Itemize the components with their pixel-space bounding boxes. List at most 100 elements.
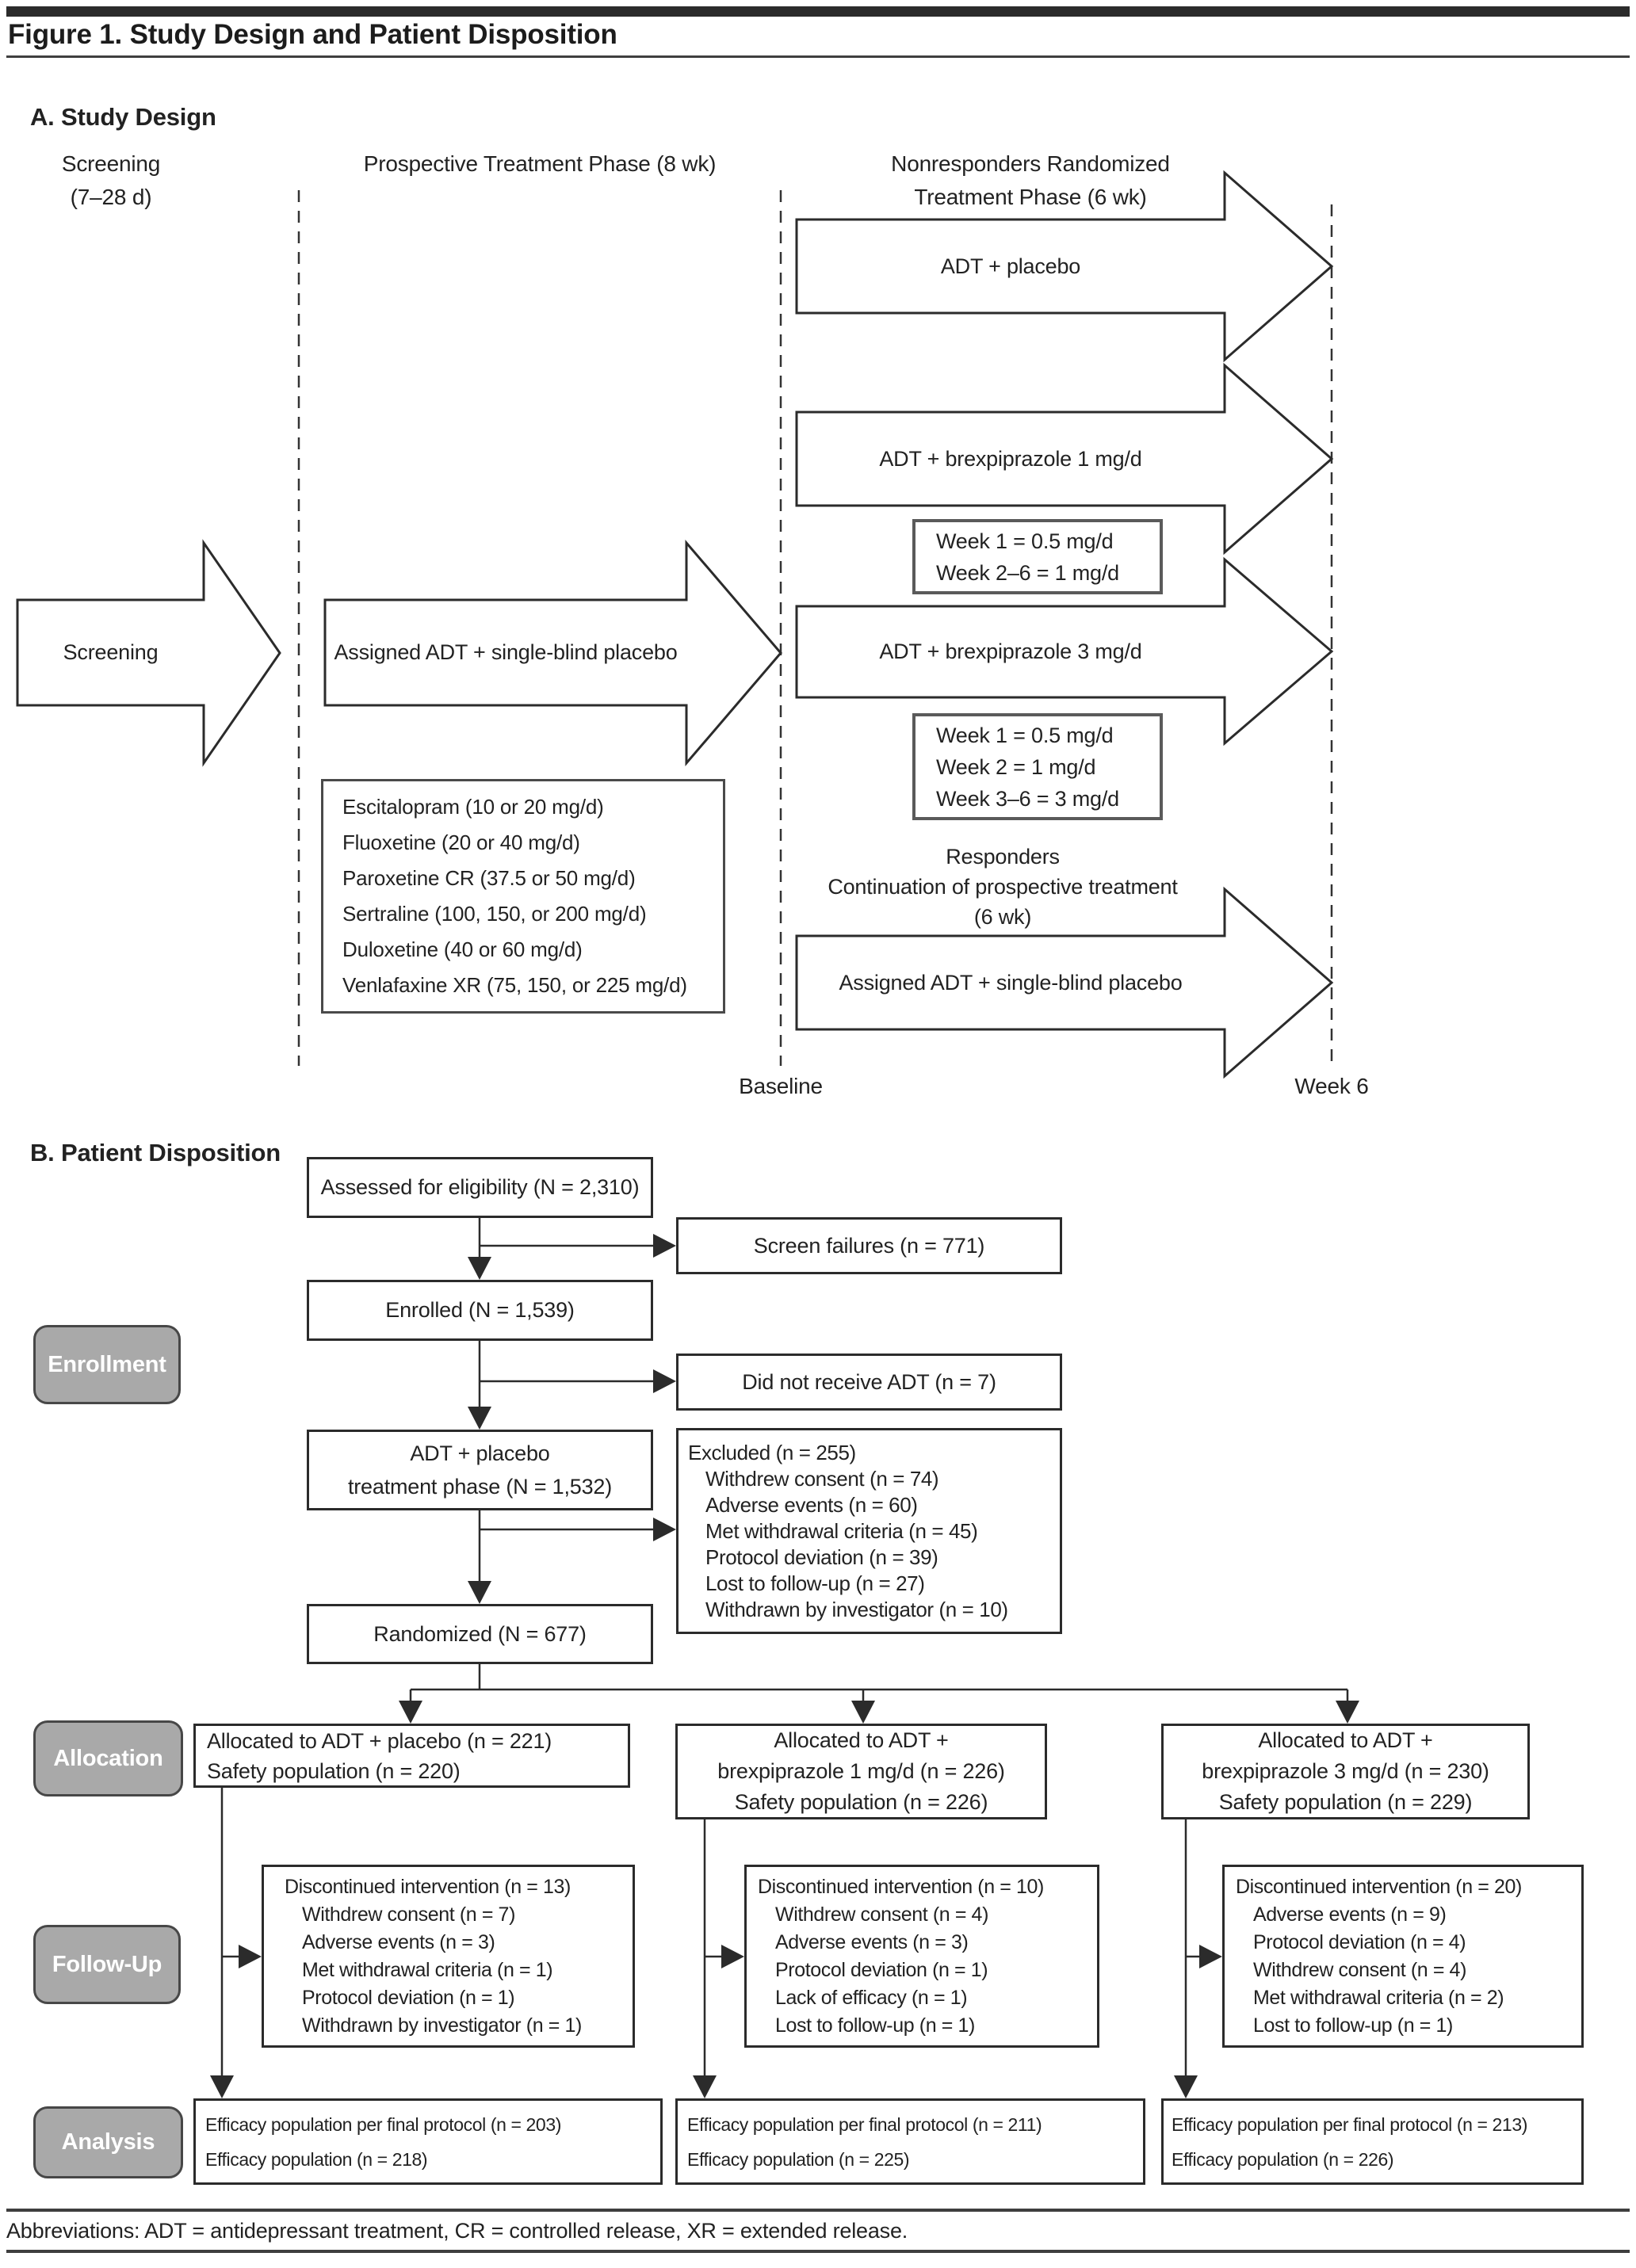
- adt-option: Duloxetine (40 or 60 mg/d): [342, 937, 583, 961]
- analysis-placebo-box: Efficacy population per final protocol (…: [193, 2098, 663, 2185]
- excluded-reason: Protocol deviation (n = 39): [705, 1544, 938, 1569]
- treatment-phase-box: ADT + placebo treatment phase (N = 1,532…: [307, 1430, 653, 1510]
- screen-failures-box: Screen failures (n = 771): [676, 1217, 1062, 1274]
- treatment-phase-line1: ADT + placebo: [410, 1441, 550, 1465]
- excluded-reason: Withdrawn by investigator (n = 10): [705, 1597, 1008, 1621]
- excluded-reason: Withdrew consent (n = 74): [705, 1466, 939, 1491]
- screen-failures-text: Screen failures (n = 771): [753, 1233, 985, 1258]
- adt-option: Fluoxetine (20 or 40 mg/d): [342, 830, 580, 854]
- followup-title: Discontinued intervention (n = 13): [285, 1875, 571, 1898]
- adt-placebo-arrow-label: ADT + placebo: [940, 254, 1081, 278]
- brexpiprazole-1mg-arrow-label: ADT + brexpiprazole 1 mg/d: [879, 446, 1142, 471]
- footer-rule-top: [6, 2209, 1630, 2212]
- analysis-brexpiprazole-3mg-box: Efficacy population per final protocol (…: [1161, 2098, 1584, 2185]
- adt-option: Sertraline (100, 150, or 200 mg/d): [342, 902, 647, 926]
- prospective-arrow-label: Assigned ADT + single-blind placebo: [334, 640, 678, 664]
- excluded-title: Excluded (n = 255): [688, 1440, 856, 1464]
- title-rule-thin: [6, 55, 1630, 58]
- randomized-text: Randomized (N = 677): [373, 1621, 587, 1646]
- allocation-line: Safety population (n = 229): [1218, 1790, 1473, 1814]
- section-b-heading: B. Patient Disposition: [30, 1139, 281, 1166]
- allocation-line: Safety population (n = 226): [734, 1790, 988, 1814]
- section-a-heading: A. Study Design: [30, 103, 216, 131]
- allocation-line: Allocated to ADT +: [1258, 1728, 1433, 1752]
- followup-reason: Met withdrawal criteria (n = 1): [302, 1958, 553, 1981]
- prospective-phase-label: Prospective Treatment Phase (8 wk): [363, 151, 717, 176]
- followup-reason: Withdrew consent (n = 7): [302, 1903, 515, 1926]
- figure-title: Figure 1. Study Design and Patient Dispo…: [8, 19, 617, 50]
- excluded-reason: Lost to follow-up (n = 27): [705, 1571, 925, 1595]
- did-not-receive-box: Did not receive ADT (n = 7): [676, 1354, 1062, 1411]
- adt-option: Paroxetine CR (37.5 or 50 mg/d): [342, 866, 636, 890]
- flow-connectors: [220, 1218, 1349, 2078]
- screening-phase-line2: (7–28 d): [70, 185, 152, 209]
- followup-reason: Lost to follow-up (n = 1): [1253, 2014, 1453, 2037]
- analysis-brexpiprazole-1mg-box: Efficacy population per final protocol (…: [675, 2098, 1145, 2185]
- adt-placebo-arrow: [795, 170, 1334, 363]
- followup-reason: Protocol deviation (n = 4): [1253, 1930, 1466, 1953]
- allocation-line: Safety population (n = 220): [207, 1758, 461, 1783]
- followup-title: Discontinued intervention (n = 10): [758, 1875, 1044, 1898]
- excluded-box: Excluded (n = 255) Withdrew consent (n =…: [676, 1428, 1062, 1634]
- allocation-brexpiprazole-1mg-box: Allocated to ADT + brexpiprazole 1 mg/d …: [675, 1724, 1047, 1819]
- titration-line: Week 3–6 = 3 mg/d: [936, 786, 1119, 811]
- followup-reason: Protocol deviation (n = 1): [775, 1958, 988, 1981]
- followup-reason: Withdrawn by investigator (n = 1): [302, 2014, 582, 2037]
- screening-arrow-label: Screening: [63, 640, 159, 664]
- brexpiprazole-3mg-arrow-label: ADT + brexpiprazole 3 mg/d: [879, 640, 1142, 663]
- enrolled-box: Enrolled (N = 1,539): [307, 1280, 653, 1341]
- followup-reason: Adverse events (n = 9): [1253, 1903, 1447, 1926]
- analysis-line: Efficacy population (n = 218): [205, 2148, 428, 2170]
- brexpiprazole-1mg-arrow: [795, 362, 1334, 556]
- excluded-reason: Met withdrawal criteria (n = 45): [705, 1518, 978, 1543]
- titration-line: Week 1 = 0.5 mg/d: [936, 723, 1114, 747]
- followup-brexpiprazole-1mg-box: Discontinued intervention (n = 10) Withd…: [744, 1865, 1099, 2048]
- allocation-brexpiprazole-3mg-box: Allocated to ADT + brexpiprazole 3 mg/d …: [1161, 1724, 1530, 1819]
- randomized-phase-line2: Treatment Phase (6 wk): [914, 185, 1147, 209]
- titration-line: Week 2–6 = 1 mg/d: [936, 560, 1119, 585]
- followup-reason: Met withdrawal criteria (n = 2): [1253, 1986, 1504, 2009]
- analysis-line: Efficacy population (n = 226): [1172, 2148, 1394, 2170]
- analysis-line: Efficacy population (n = 225): [687, 2148, 910, 2170]
- responders-arrow-label: Assigned ADT + single-blind placebo: [839, 970, 1183, 995]
- titration-3mg-box: Week 1 = 0.5 mg/d Week 2 = 1 mg/d Week 3…: [912, 713, 1163, 820]
- week6-label: Week 6: [1294, 1074, 1369, 1098]
- assessed-text: Assessed for eligibility (N = 2,310): [320, 1175, 640, 1199]
- responders-note: Responders Continuation of prospective t…: [801, 842, 1205, 932]
- titration-line: Week 1 = 0.5 mg/d: [936, 529, 1114, 553]
- abbreviations-note: Abbreviations: ADT = antidepressant trea…: [6, 2219, 908, 2243]
- screening-phase-line1: Screening: [61, 151, 161, 176]
- screening-arrow: [16, 539, 281, 767]
- baseline-label: Baseline: [739, 1074, 823, 1098]
- treatment-phase-line2: treatment phase (N = 1,532): [347, 1475, 613, 1499]
- allocation-line: Allocated to ADT +: [774, 1728, 949, 1752]
- followup-title: Discontinued intervention (n = 20): [1236, 1875, 1522, 1898]
- titration-1mg-box: Week 1 = 0.5 mg/d Week 2–6 = 1 mg/d: [912, 519, 1163, 594]
- excluded-reason: Adverse events (n = 60): [705, 1492, 918, 1517]
- stage-label-enrollment: Enrollment: [33, 1325, 181, 1404]
- flow-arrowheads: [210, 1234, 1359, 2098]
- brexpiprazole-3mg-arrow: [795, 556, 1334, 746]
- analysis-line: Efficacy population per final protocol (…: [1172, 2113, 1527, 2135]
- stage-label-analysis: Analysis: [33, 2106, 183, 2178]
- allocation-line: Allocated to ADT + placebo (n = 221): [207, 1728, 552, 1753]
- allocation-line: brexpiprazole 3 mg/d (n = 230): [1202, 1759, 1489, 1783]
- followup-reason: Adverse events (n = 3): [302, 1930, 495, 1953]
- followup-reason: Withdrew consent (n = 4): [775, 1903, 988, 1926]
- followup-placebo-box: Discontinued intervention (n = 13) Withd…: [262, 1865, 635, 2048]
- stage-label-allocation: Allocation: [33, 1720, 183, 1796]
- phase-boundary-dashed-lines: [297, 190, 1333, 1066]
- responders-note-line: Responders: [946, 845, 1060, 869]
- assessed-box: Assessed for eligibility (N = 2,310): [307, 1157, 653, 1218]
- responders-continuation-arrow: [795, 886, 1334, 1079]
- followup-reason: Adverse events (n = 3): [775, 1930, 969, 1953]
- adt-options-box: Escitalopram (10 or 20 mg/d) Fluoxetine …: [321, 779, 725, 1014]
- adt-option: Escitalopram (10 or 20 mg/d): [342, 795, 604, 819]
- followup-brexpiprazole-3mg-box: Discontinued intervention (n = 20) Adver…: [1222, 1865, 1584, 2048]
- randomized-phase-line1: Nonresponders Randomized: [891, 151, 1170, 176]
- prospective-arrow: [323, 539, 782, 767]
- randomized-box: Randomized (N = 677): [307, 1604, 653, 1664]
- followup-reason: Withdrew consent (n = 4): [1253, 1958, 1466, 1981]
